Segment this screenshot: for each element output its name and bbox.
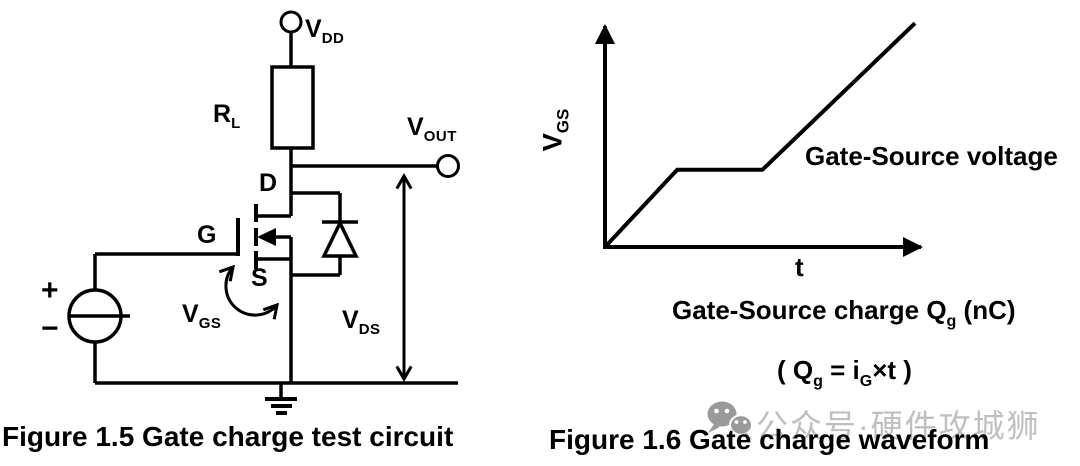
gate-label: G — [197, 221, 217, 249]
vout-label: VOUT — [407, 113, 457, 145]
drain-wiring — [256, 148, 437, 218]
minus-sign: − — [41, 312, 59, 345]
gate-charge-test-circuit — [67, 10, 460, 415]
vds-label: VDS — [342, 306, 381, 338]
rl-label: RL — [213, 100, 241, 132]
watermark-text: 公众号·硬件攻城狮 — [756, 408, 1041, 444]
gate-charge-waveform-plot — [595, 21, 923, 257]
vdd-terminal — [279, 10, 303, 67]
source-label: S — [251, 264, 268, 292]
body-diode — [291, 191, 359, 277]
nmos-transistor — [95, 204, 293, 383]
wechat-icon — [707, 401, 753, 440]
figure-1-5-caption: Figure 1.5 Gate charge test circuit — [2, 421, 454, 452]
body-arrow-icon — [257, 228, 276, 246]
formula: ( Qg = iG×t ) — [777, 355, 912, 390]
plus-sign: + — [41, 274, 59, 307]
x-axis-caption: Gate-Source charge Qg (nC) — [672, 295, 1016, 330]
y-axis-label: VGS — [537, 108, 573, 152]
vout-terminal — [436, 154, 460, 178]
current-source — [67, 254, 130, 383]
vgs-curve — [603, 21, 917, 249]
ground-symbol — [95, 381, 458, 415]
vgs-arrow — [226, 267, 277, 315]
figure-1-6-caption: Figure 1.6 Gate charge waveform — [549, 424, 990, 455]
load-resistor — [270, 65, 315, 150]
drain-label: D — [259, 169, 278, 197]
vdd-label: VDD — [305, 15, 345, 47]
vgs-label: VGS — [182, 300, 222, 332]
curve-label: Gate-Source voltage — [805, 141, 1058, 171]
x-axis-tick-label: t — [795, 252, 804, 282]
